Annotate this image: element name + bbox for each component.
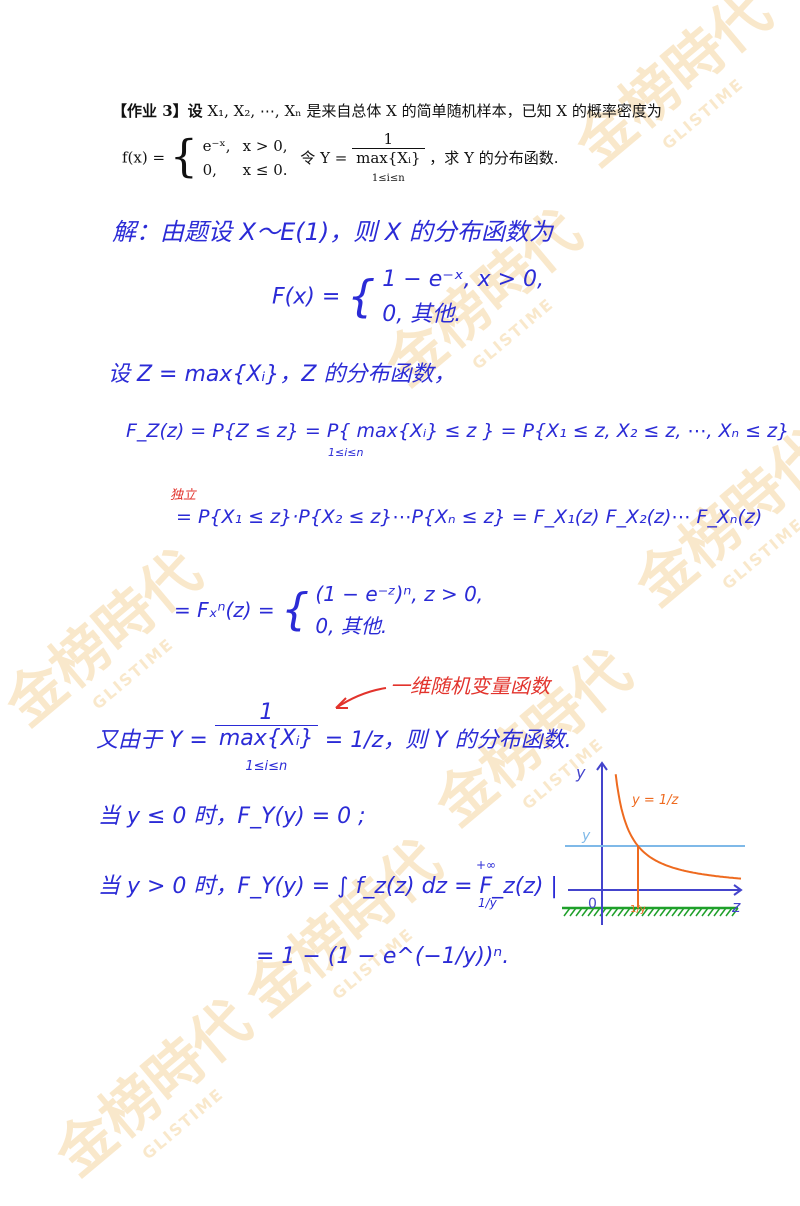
solution-line-6-pre: 又由于 Y = — [96, 728, 208, 753]
line6-numerator: 1 — [214, 700, 318, 726]
y-axis-label: y — [575, 763, 586, 782]
solution-line-3: F_Z(z) = P{Z ≤ z} = P{ max{Xᵢ} ≤ z } = P… — [126, 420, 789, 442]
origin-label: 0 — [588, 896, 597, 912]
density-cases: e⁻ˣ, x > 0, 0, x ≤ 0. — [203, 134, 288, 182]
cdf-definition: F(x) = { 1 − e⁻ˣ, x > 0, 0, 其他. — [272, 262, 544, 332]
fx-label: f(x) = — [122, 148, 166, 167]
hatch-stroke — [731, 907, 739, 917]
hatch-stroke — [635, 907, 643, 917]
y-fraction-numerator: 1 — [352, 130, 425, 149]
solution-line-2: 设 Z = max{Xᵢ}，Z 的分布函数， — [108, 362, 456, 387]
solution-line-1: 解：由题设 X～E(1)，则 X 的分布函数为 — [112, 218, 553, 246]
problem-ask: ，求 Y 的分布函数. — [429, 149, 559, 167]
hatch-stroke — [563, 907, 571, 917]
solution-line-5-cases: (1 − e⁻ᶻ)ⁿ, z > 0, 0, 其他. — [315, 578, 483, 642]
hatch-stroke — [641, 907, 649, 917]
annotation-label: 一维随机变量函数 — [390, 674, 550, 698]
hatch-stroke — [587, 907, 595, 917]
tick-label: 1/y — [630, 904, 646, 915]
brace: { — [281, 584, 310, 635]
solution-line-5-left: = Fₓⁿ(z) = — [174, 598, 275, 622]
y-fraction-denominator: max{Xᵢ} — [356, 149, 421, 167]
solution-line-7: 当 y ≤ 0 时，F_Y(y) = 0 ; — [98, 804, 366, 829]
integral-lower-limit: 1/y — [478, 896, 497, 910]
hatch-stroke — [623, 907, 631, 917]
hatch-stroke — [683, 907, 691, 917]
hatch-stroke — [701, 907, 709, 917]
level-label: y — [581, 828, 591, 844]
solution-line-3-text: F_Z(z) = P{Z ≤ z} = P{ max{Xᵢ} ≤ z } = P… — [126, 420, 790, 442]
annotation-arrow — [335, 687, 387, 709]
y-axis-arrow — [596, 761, 608, 771]
hatch-stroke — [695, 907, 703, 917]
problem-prefix: 【作业 3】设 — [112, 102, 203, 120]
curve-label: y = 1/z — [631, 793, 680, 808]
hatch-stroke — [671, 907, 679, 917]
y-fraction-subscript: 1≤i≤n — [371, 173, 405, 184]
line5-case-2: 0, 其他. — [315, 614, 388, 638]
cdf-cases: 1 − e⁻ˣ, x > 0, 0, 其他. — [382, 262, 544, 332]
hatch-stroke — [659, 907, 667, 917]
solution-line-6-post: = 1/z，则 Y 的分布函数. — [324, 728, 572, 753]
y-fraction: 1 max{Xᵢ} 1≤i≤n — [352, 130, 425, 185]
cdf-case-2: 0, 其他. — [382, 302, 462, 328]
hatch-stroke — [647, 907, 655, 917]
line5-case-1: (1 − e⁻ᶻ)ⁿ, z > 0, — [315, 582, 484, 606]
cdf-case-1: 1 − e⁻ˣ, x > 0, — [382, 267, 545, 292]
brace: { — [347, 271, 376, 323]
solution-line-4: = P{X₁ ≤ z}·P{X₂ ≤ z}⋯P{Xₙ ≤ z} = F_X₁(z… — [176, 506, 763, 528]
brace: { — [169, 131, 198, 183]
solution-line-8-text: 当 y > 0 时，F_Y(y) = ∫ f_z(z) dz = F_z(z) … — [98, 874, 558, 899]
hatch-stroke — [575, 907, 583, 917]
hyperbola-graph: y z 0 y y = 1/z 1/y — [562, 761, 745, 925]
cdf-label: F(x) = — [272, 284, 341, 310]
hatch-stroke — [617, 907, 625, 917]
solution-line-8: 当 y > 0 时，F_Y(y) = ∫ f_z(z) dz = F_z(z) … — [98, 868, 558, 900]
independence-note: 独立 — [170, 488, 197, 503]
density-case1-expr: e⁻ˣ, — [202, 136, 231, 155]
hatch-stroke — [605, 907, 613, 917]
integral-upper-limit: +∞ — [476, 858, 497, 872]
let-y: 令 Y = — [300, 149, 348, 167]
hatch-stroke — [719, 907, 727, 917]
problem-text: X₁, X₂, ⋯, Xₙ 是来自总体 X 的简单随机样本，已知 X 的概率密度… — [207, 102, 662, 120]
line6-subscript: 1≤i≤n — [245, 759, 288, 774]
density-case2-cond: x ≤ 0. — [242, 160, 288, 179]
hatch-stroke — [593, 907, 601, 917]
hyperbola-curve — [614, 774, 742, 880]
hatch-stroke — [653, 907, 661, 917]
hatch-stroke — [665, 907, 673, 917]
problem-statement: 【作业 3】设 X₁, X₂, ⋯, Xₙ 是来自总体 X 的简单随机样本，已知… — [112, 100, 662, 121]
hatch-stroke — [725, 907, 733, 917]
density-definition: f(x) = { e⁻ˣ, x > 0, 0, x ≤ 0. 令 Y = 1 max… — [122, 130, 559, 185]
solution-line-3-subscript: 1≤i≤n — [328, 446, 364, 459]
solution-line-5: = Fₓⁿ(z) = { (1 − e⁻ᶻ)ⁿ, z > 0, 0, 其他. — [174, 578, 483, 642]
hatch-stroke — [707, 907, 715, 917]
hatch-stroke — [581, 907, 589, 917]
hatch-stroke — [629, 907, 637, 917]
hatch-stroke — [713, 907, 721, 917]
solution-line-9: = 1 − (1 − e^(−1/y))ⁿ. — [256, 944, 510, 969]
hatch-stroke — [569, 907, 577, 917]
line6-fraction: 1 max{Xᵢ} 1≤i≤n — [214, 700, 318, 776]
hatch-stroke — [611, 907, 619, 917]
z-axis-arrow — [733, 884, 743, 896]
density-case2-expr: 0, — [202, 160, 217, 179]
hatch-stroke — [689, 907, 697, 917]
line6-denominator: max{Xᵢ} — [218, 726, 314, 751]
hatch-stroke — [677, 907, 685, 917]
solution-line-6: 又由于 Y = 1 max{Xᵢ} 1≤i≤n = 1/z，则 Y 的分布函数. — [96, 700, 572, 776]
density-case1-cond: x > 0, — [242, 136, 288, 155]
z-axis-label: z — [731, 897, 741, 916]
